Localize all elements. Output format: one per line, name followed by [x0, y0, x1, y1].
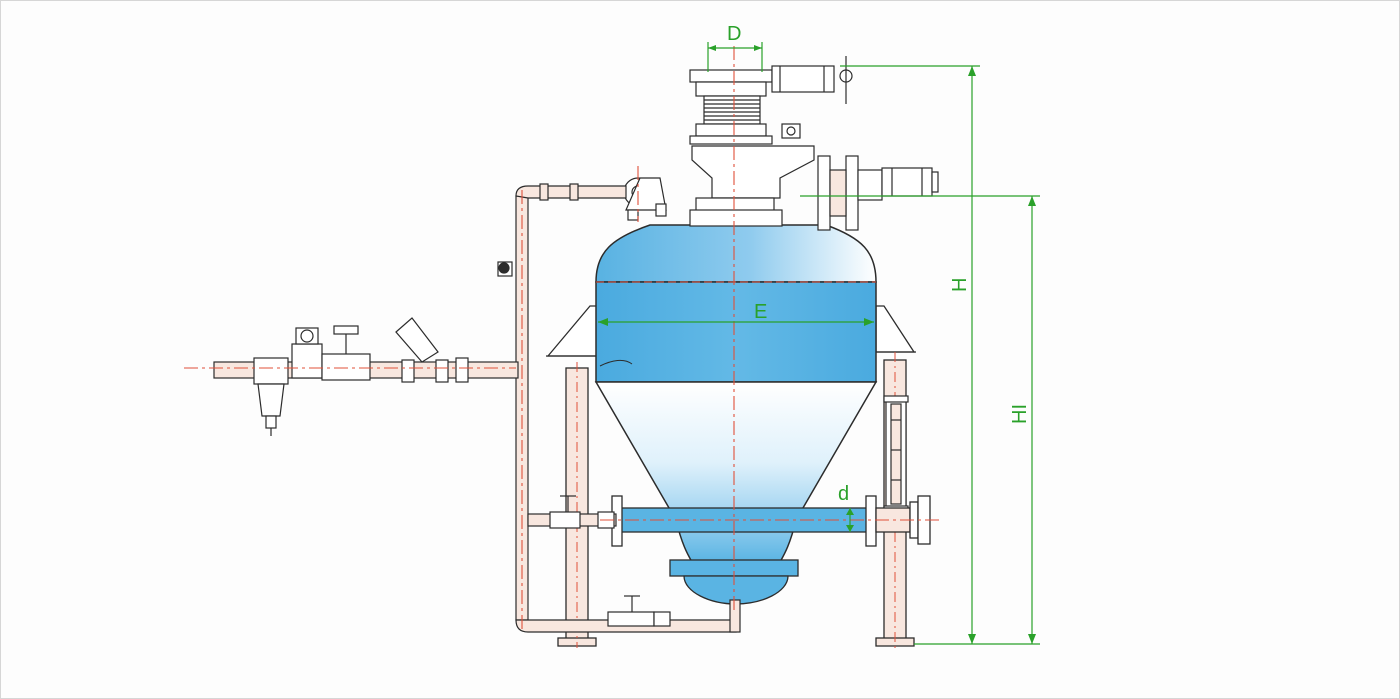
air-filter [253, 357, 289, 385]
pressure-regulator [291, 343, 323, 379]
dimension-lines [598, 42, 1040, 645]
top-gauge-assembly [623, 177, 667, 221]
sight-glass [883, 395, 909, 513]
left-bracket [546, 305, 599, 357]
vessel-band [595, 281, 877, 383]
dimension-label-D: D [727, 23, 741, 45]
dimension-label-H: H [949, 278, 971, 292]
vent-valve [817, 155, 939, 231]
left-valves [497, 261, 671, 627]
dimension-arrows [598, 45, 1036, 644]
bellows [703, 95, 761, 125]
vessel-dome [595, 224, 877, 283]
vessel-cone [594, 381, 878, 563]
right-bracket [875, 305, 916, 353]
top-inlet-assembly [689, 56, 853, 227]
dimension-label-d: d [838, 483, 849, 505]
dimension-label-HI: HI [1009, 404, 1031, 424]
dimension-label-E: E [754, 301, 767, 323]
air-inlet-line [213, 317, 519, 436]
centerlines [184, 46, 940, 630]
vessel-body [594, 224, 878, 605]
